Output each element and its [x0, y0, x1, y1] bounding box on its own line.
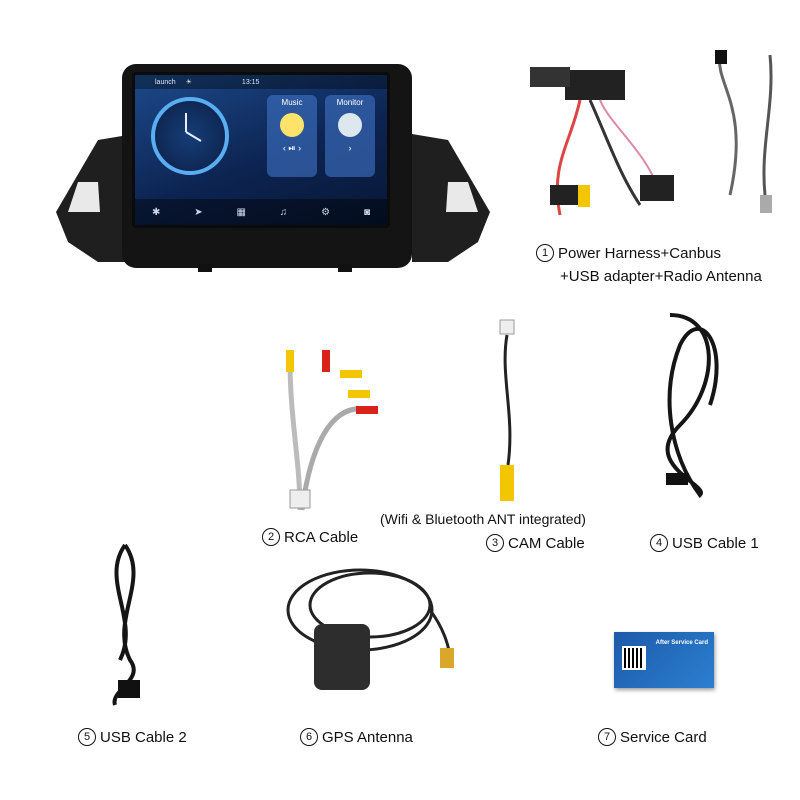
sun-icon: ☀ [185, 79, 192, 86]
usb-cable-1-photo [665, 313, 719, 499]
number-badge: 4 [650, 534, 668, 552]
monitor-tile-label: Monitor [336, 98, 364, 107]
number-badge: 6 [300, 728, 318, 746]
caption-text: USB Cable 2 [100, 728, 187, 746]
number-badge: 3 [486, 534, 504, 552]
caption-3: 3 CAM Cable [486, 534, 585, 552]
number-badge: 5 [78, 728, 96, 746]
clock-widget [151, 97, 229, 175]
music-controls-icon: ‹ ⏯ › [282, 143, 302, 153]
rca-cable-photo [286, 350, 378, 511]
caption-text: RCA Cable [284, 528, 359, 546]
launcher-label: launch [155, 78, 176, 86]
monitor-tile[interactable]: Monitor › [325, 95, 375, 177]
music-note-icon[interactable]: ♫ [279, 206, 288, 218]
camera-app-icon[interactable]: ◙ [364, 206, 371, 218]
chevron-right-icon: › [348, 143, 352, 153]
music-disc-icon [280, 113, 304, 137]
apps-icon[interactable]: ▦ [236, 206, 246, 218]
number-badge: 7 [598, 728, 616, 746]
caption-6: 6 GPS Antenna [300, 728, 413, 746]
camera-icon [338, 113, 362, 137]
screen: launch ☀ 13:15 Music ‹ ⏯ › Monitor › ✱ ➤… [132, 72, 390, 228]
cam-cable-photo [499, 319, 515, 501]
music-tile[interactable]: Music ‹ ⏯ › [267, 95, 317, 177]
number-badge: 1 [536, 244, 554, 262]
clock-hands-icon [185, 113, 202, 142]
usb-cable-2-photo [112, 543, 140, 706]
head-unit-photo: launch ☀ 13:15 Music ‹ ⏯ › Monitor › ✱ ➤… [38, 62, 508, 282]
gps-antenna-photo [286, 568, 454, 690]
music-tile-label: Music [281, 98, 303, 107]
caption-5: 5 USB Cable 2 [78, 728, 187, 746]
bluetooth-icon[interactable]: ✱ [151, 206, 161, 218]
caption-1-line2: +USB adapter+Radio Antenna [560, 268, 762, 285]
caption-text: GPS Antenna [322, 728, 413, 746]
caption-text: Power Harness+Canbus [558, 244, 722, 262]
dock: ✱ ➤ ▦ ♫ ⚙ ◙ [135, 199, 387, 225]
wifi-note: (Wifi & Bluetooth ANT integrated) [380, 511, 586, 527]
time-label: 13:15 [241, 78, 260, 86]
service-card-title: After Service Card [655, 640, 708, 646]
caption-2: 2 RCA Cable [262, 528, 358, 546]
power-harness-photo [530, 50, 773, 216]
caption-text: +USB adapter+Radio Antenna [560, 268, 762, 285]
status-bar: launch ☀ 13:15 [135, 75, 387, 89]
qr-code-icon [622, 646, 646, 670]
caption-text: CAM Cable [508, 534, 585, 552]
settings-icon[interactable]: ⚙ [321, 206, 331, 218]
caption-text: Service Card [620, 728, 707, 746]
caption-7: 7 Service Card [598, 728, 707, 746]
caption-4: 4 USB Cable 1 [650, 534, 759, 552]
number-badge: 2 [262, 528, 280, 546]
service-card: After Service Card [614, 632, 714, 688]
navigation-icon[interactable]: ➤ [194, 206, 203, 218]
caption-1: 1 Power Harness+Canbus [536, 244, 721, 262]
caption-text: USB Cable 1 [672, 534, 759, 552]
